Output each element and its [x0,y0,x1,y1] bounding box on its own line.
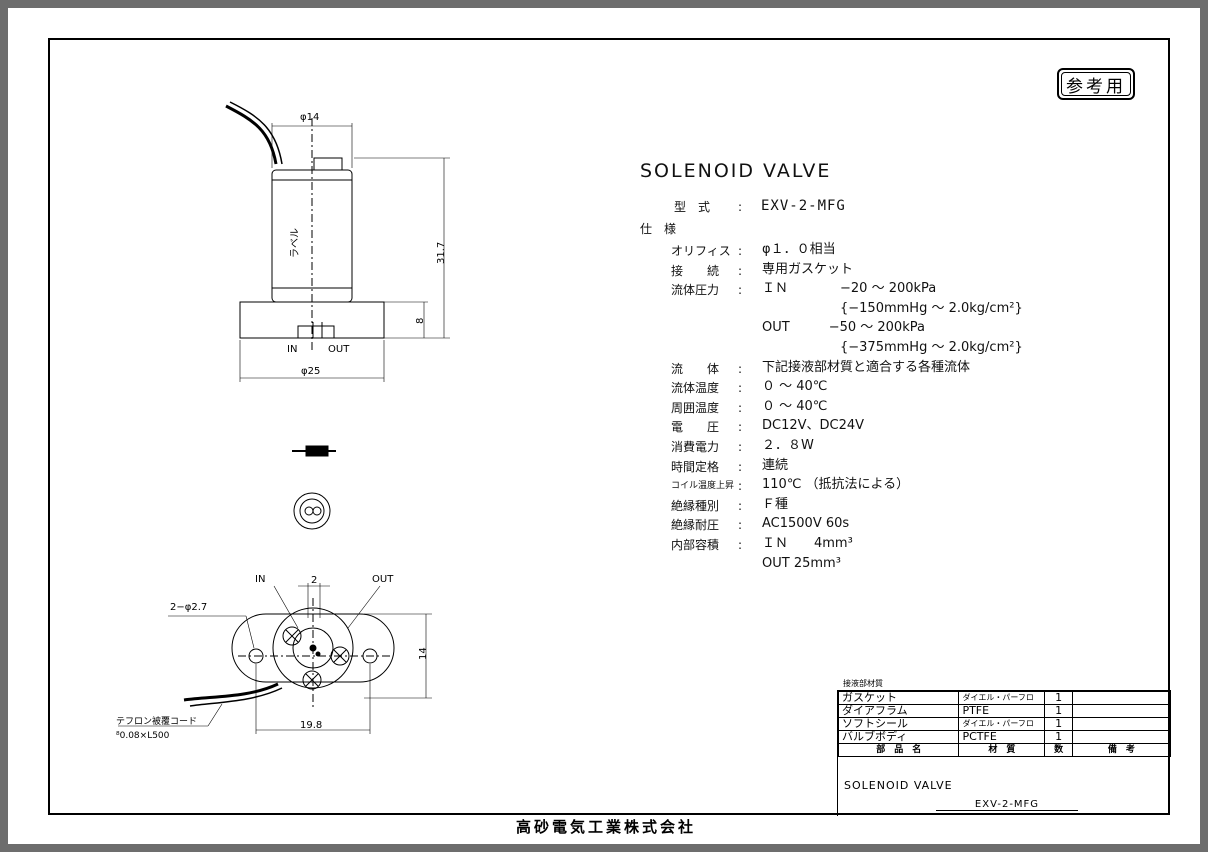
top-view-circle [293,492,331,530]
spec-colon: : [738,518,743,532]
spec-value: ０ ～ 40℃ [762,379,828,394]
drawing-title: SOLENOID VALVE [640,160,832,182]
dim-two: 2 [311,575,317,586]
spec-label: 絶縁種別 [671,499,720,513]
spec-value: OUT 25mm³ [762,556,841,571]
spec-label: 流体圧力 [671,283,720,297]
dim-holes: 2−φ2.7 [170,602,207,613]
spec-label: 消費電力 [671,440,720,454]
spec-value: 専用ガスケット [762,262,854,277]
port-out: OUT [328,344,350,355]
port-in: IN [287,344,297,355]
spec-label: 周囲温度 [671,401,720,415]
spec-colon: : [738,244,743,258]
bottom-out: OUT [372,574,394,585]
drawing-frame [48,38,1170,815]
label-text: ラベル [289,228,301,258]
spec-label: 内部容積 [671,538,720,552]
spec-colon: : [738,538,743,552]
spec-value: 下記接液部材質と適合する各種流体 [762,360,971,375]
technical-drawing: φ14 ラベル 31.7 8 IN OUT φ25 IN OUT 2 2−φ2.… [116,101,450,741]
parts-row: ソフトシール ダイエル・パーフロ 1 [837,717,1172,731]
bottom-view-flange [231,613,395,683]
reference-stamp: 参考用 [1057,68,1135,100]
parts-row: ガスケット ダイエル・パーフロ 1 [837,691,1172,705]
dim-height: 31.7 [436,242,447,264]
cord-label: テフロン被覆コード [116,715,197,727]
lead-wire [225,104,278,165]
titleblock-model: EXV-2-MFG [936,799,1078,811]
spec-label: 接 続 [671,264,720,278]
spec-value: ０ ～ 40℃ [762,399,828,414]
spec-value: ＩＮ −20 ～ 200kPa [762,281,937,296]
spec-colon: : [738,479,743,493]
titleblock-name: SOLENOID VALVE [844,779,953,792]
spec-value: φ１．０相当 [762,242,836,257]
dim-phi25: φ25 [301,366,320,377]
spec-colon: : [738,460,743,474]
company-name: 高砂電気工業株式会社 [516,818,697,836]
spec-value: ＩＮ 4mm³ [762,536,853,551]
dim-base: 8 [415,318,426,324]
bottom-in: IN [255,574,265,585]
parts-row: バルブボディ PCTFE 1 [837,730,1172,744]
spec-value: ２．８W [762,438,814,453]
dim-fourteen: 14 [418,647,429,660]
dim-width: 19.8 [300,720,322,731]
spec-value: {−375mmHg ～ 2.0kg/cm²} [762,340,1023,355]
spec-value: 連続 [762,458,789,473]
spec-value: OUT −50 ～ 200kPa [762,320,925,335]
model-value: EXV-2-MFG [761,198,846,214]
spec-label: 流体温度 [671,381,720,395]
model-label: 型 式 [674,200,711,214]
cord-spec: ⁸0.08×L500 [116,731,170,741]
spec-value: AC1500V 60s [762,516,850,531]
spec-label: オリフィス [671,244,731,258]
dim-phi14: φ14 [300,112,319,123]
spec-header: 仕 様 [640,222,677,236]
spec-colon: : [738,362,743,376]
spec-label: 電 圧 [671,420,720,434]
spec-label: 時間定格 [671,460,720,474]
spec-value: 110℃ （抵抗法による） [762,477,910,492]
parts-table: ガスケット ダイエル・パーフロ 1 ダイアフラム PTFE 1 ソフトシール ダ… [837,690,1172,816]
spec-value: {−150mmHg ～ 2.0kg/cm²} [762,301,1023,316]
parts-caption: 接液部材質 [843,679,883,688]
spec-value: Ｆ種 [762,497,789,512]
spec-label: 流 体 [671,362,720,376]
spec-value: DC12V、DC24V [762,418,865,433]
spec-colon: : [738,264,743,278]
parts-row: ダイアフラム PTFE 1 [837,704,1172,718]
spec-label: コイル温度上昇 [671,481,735,491]
spec-colon: : [738,381,743,395]
spec-colon: : [738,499,743,513]
valve-cap [313,157,343,171]
drawing-sheet: 参考用 [8,8,1200,844]
parts-header: 部 品 名 材 質 数 備 考 [837,743,1172,757]
spec-colon: : [738,420,743,434]
spec-colon: : [738,401,743,415]
spec-label: 絶縁耐圧 [671,518,720,532]
spec-colon: : [738,283,743,297]
spec-colon: : [738,440,743,454]
